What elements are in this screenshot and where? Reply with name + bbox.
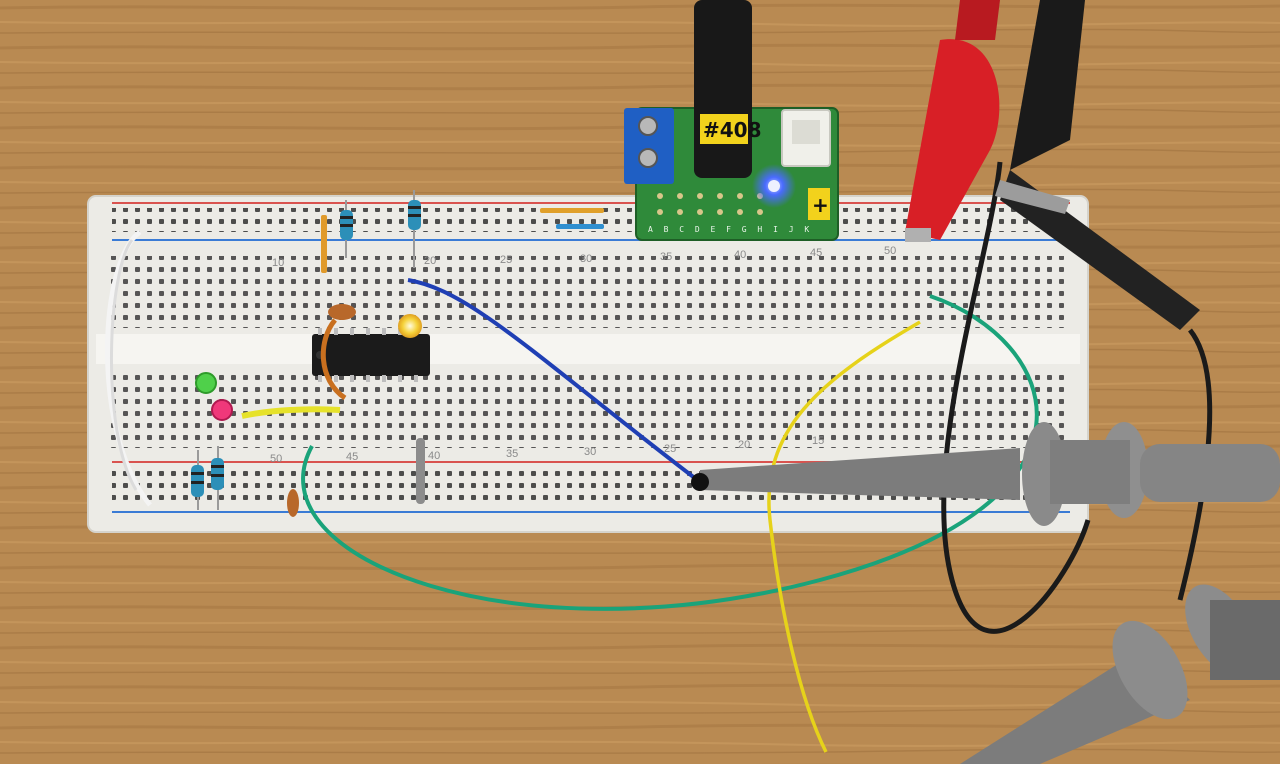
- module-pin-letters: A B C D E F G H I J K: [648, 225, 812, 234]
- black-alligator-clip: [995, 0, 1200, 330]
- row-number: 15: [812, 435, 824, 447]
- oscilloscope-probe: [691, 422, 1280, 526]
- row-number: 35: [660, 251, 672, 263]
- resistor-top-center: [408, 190, 421, 268]
- row-number: 50: [884, 245, 896, 257]
- row-number: 30: [580, 253, 592, 265]
- row-number: 20: [424, 255, 436, 267]
- dc-barrel-jack: [694, 0, 752, 178]
- polarity-badge: [808, 188, 830, 220]
- yellow-long-wire: [767, 320, 921, 753]
- red-led: [211, 399, 233, 421]
- row-number: 25: [500, 254, 512, 266]
- second-probe: [960, 584, 1280, 764]
- blue-short-jumper: [556, 224, 604, 229]
- green-long-wire: [301, 294, 1039, 611]
- gray-rail-jumper: [416, 438, 425, 504]
- power-module: A B C D E F G H I J K #408 +: [624, 0, 839, 241]
- row-number: 35: [506, 448, 518, 460]
- resistor-top-left: [340, 200, 353, 258]
- bottom-row-numbers: 50 45 40 35 30 25 20 15: [270, 435, 824, 465]
- resistor-bottom-left-b: [211, 446, 224, 510]
- row-number: 45: [346, 451, 358, 463]
- polarity-symbol: +: [812, 193, 829, 217]
- row-number: 40: [734, 249, 746, 261]
- black-probe-wire: [941, 161, 1091, 634]
- row-number: 10: [272, 257, 284, 269]
- red-alligator-clip: [905, 0, 1000, 242]
- orange-jumper-wire: [320, 318, 347, 401]
- row-number: 25: [664, 443, 676, 455]
- green-led: [195, 372, 217, 394]
- resistor-bottom-left-a: [191, 450, 204, 510]
- row-number: 30: [584, 446, 596, 458]
- orange-short-jumper: [540, 208, 604, 213]
- screw-terminal: [624, 108, 674, 184]
- yellow-short-jumper: [241, 406, 341, 419]
- ic-chip: [312, 328, 430, 382]
- blue-long-wire: [407, 278, 702, 484]
- module-label: #408: [703, 118, 762, 142]
- orange-rail-jumper: [321, 215, 327, 273]
- top-row-numbers: 10 20 25 30 35 40 45 50: [272, 245, 896, 269]
- row-number: 40: [428, 450, 440, 462]
- row-number: 20: [738, 439, 750, 451]
- row-number: 45: [810, 247, 822, 259]
- row-number: 50: [270, 453, 282, 465]
- ceramic-capacitor: [328, 304, 356, 320]
- small-capacitor: [287, 489, 299, 517]
- yellow-led: [398, 314, 422, 338]
